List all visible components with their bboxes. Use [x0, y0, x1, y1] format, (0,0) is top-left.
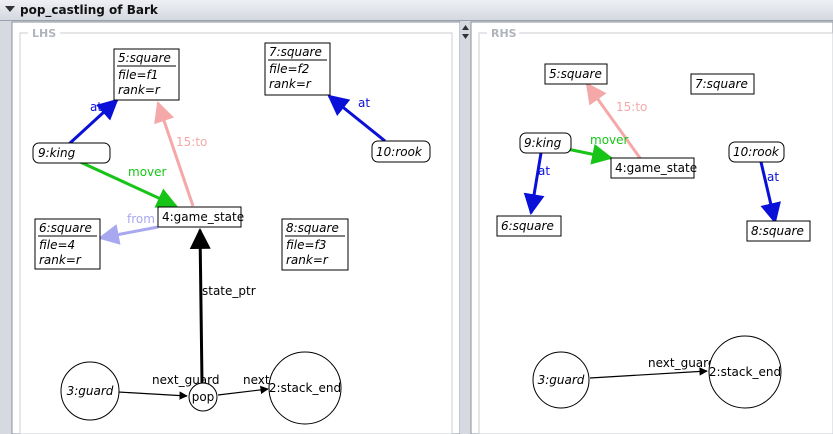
lhs-edge-label-from: from	[127, 212, 155, 226]
lhs-node-pop-name: pop	[192, 390, 215, 404]
rhs-edge-at-rook	[759, 161, 781, 225]
lhs-node-3-guard-name: 3:guard	[67, 384, 114, 398]
rhs-edge-label-at-king: at	[538, 164, 550, 178]
rhs-title: RHS	[491, 27, 517, 40]
rhs-edge-label-to: 15:to	[616, 100, 647, 114]
lhs-edge-next	[217, 385, 269, 396]
lhs-edge-label-to: 15:to	[176, 135, 207, 149]
lhs-edge-label-next: next	[243, 373, 270, 387]
lhs-node-4-game-state[interactable]: 4:game_state	[157, 206, 244, 228]
collapse-icon[interactable]	[5, 6, 15, 12]
rhs-node-3-guard-name: 3:guard	[538, 373, 585, 387]
lhs-node-8-square-attr-file: file=f3	[286, 238, 326, 252]
lhs-node-5-square-name: 5:square	[118, 51, 171, 65]
lhs-title: LHS	[32, 27, 56, 40]
lhs-node-7-square-attr-file: file=f2	[269, 62, 309, 76]
rhs-node-10-rook[interactable]: 10:rook	[728, 141, 785, 163]
lhs-edge-at-king	[67, 98, 119, 146]
lhs-edge-label-mover: mover	[128, 165, 167, 179]
lhs-node-2-stack-end-name: 2:stack_end	[269, 381, 341, 395]
rhs-edge-mover	[566, 143, 614, 165]
rhs-node-8-square[interactable]: 8:square	[746, 220, 811, 242]
rhs-edge-next-guard	[589, 367, 708, 379]
splitter-down-arrow-icon[interactable]	[462, 34, 469, 39]
lhs-edge-label-at-rook: at	[358, 96, 370, 110]
lhs-node-4-game-state-name: 4:game_state	[162, 210, 244, 224]
lhs-edge-label-state-ptr: state_ptr	[202, 284, 256, 298]
rhs-node-4-game-state[interactable]: 4:game_state	[610, 157, 697, 179]
lhs-node-9-king-name: 9:king	[38, 146, 76, 160]
rhs-node-4-game-state-name: 4:game_state	[615, 161, 697, 175]
splitter-up-arrow-icon[interactable]	[462, 25, 469, 30]
lhs-node-2-stack-end[interactable]: 2:stack_end	[268, 351, 342, 425]
rhs-node-8-square-name: 8:square	[751, 224, 804, 238]
lhs-node-5-square-attr-rank: rank=r	[118, 83, 161, 97]
lhs-edge-from	[97, 224, 159, 245]
window-titlebar: pop_castling of Bark	[0, 0, 833, 21]
lhs-node-10-rook[interactable]: 10:rook	[371, 140, 431, 163]
lhs-node-6-square-attr-file: file=4	[39, 238, 75, 252]
rhs-edges: 15:to mover at at next_guard	[523, 82, 781, 379]
window-title: pop_castling of Bark	[20, 3, 158, 17]
lhs-edge-at-rook	[327, 94, 386, 143]
lhs-edges: at at mover 15:to from state_ptr next_gu…	[67, 94, 386, 400]
rhs-node-7-square[interactable]: 7:square	[690, 73, 755, 95]
rhs-node-6-square[interactable]: 6:square	[496, 215, 562, 237]
lhs-node-5-square[interactable]: 5:square file=f1 rank=r	[113, 48, 180, 101]
lhs-edge-mover	[77, 159, 178, 208]
rhs-node-3-guard[interactable]: 3:guard	[532, 351, 590, 409]
lhs-node-7-square[interactable]: 7:square file=f2 rank=r	[264, 42, 331, 96]
lhs-edge-to	[154, 101, 195, 207]
rhs-edge-label-mover: mover	[590, 133, 629, 147]
lhs-edge-next-guard	[117, 391, 188, 400]
rhs-edge-label-next-guard: next_guard	[648, 356, 716, 370]
lhs-node-7-square-name: 7:square	[269, 45, 322, 59]
lhs-node-3-guard[interactable]: 3:guard	[60, 361, 120, 421]
lhs-node-10-rook-name: 10:rook	[376, 145, 423, 159]
lhs-node-6-square-name: 6:square	[39, 221, 92, 235]
rhs-edge-label-at-rook: at	[767, 170, 779, 184]
lhs-node-5-square-attr-file: file=f1	[118, 68, 158, 82]
lhs-node-8-square-name: 8:square	[286, 221, 339, 235]
lhs-node-6-square[interactable]: 6:square file=4 rank=r	[34, 218, 101, 270]
rhs-node-2-stack-end-name: 2:stack_end	[709, 365, 781, 379]
rhs-node-2-stack-end[interactable]: 2:stack_end	[708, 335, 782, 409]
lhs-edge-state-ptr	[189, 227, 211, 384]
rhs-node-5-square[interactable]: 5:square	[544, 63, 608, 85]
lhs-node-8-square-attr-rank: rank=r	[286, 253, 329, 267]
rhs-node-10-rook-name: 10:rook	[733, 145, 780, 159]
lhs-node-6-square-attr-rank: rank=r	[39, 253, 82, 267]
rhs-edge-at-king	[523, 152, 545, 216]
lhs-edge-label-at-king: at	[90, 100, 102, 114]
lhs-node-7-square-attr-rank: rank=r	[269, 77, 312, 91]
rhs-edge-to	[585, 82, 642, 159]
lhs-node-9-king[interactable]: 9:king	[32, 142, 111, 164]
rhs-node-7-square-name: 7:square	[695, 77, 748, 91]
panel-splitter[interactable]	[460, 22, 471, 434]
rhs-node-9-king[interactable]: 9:king	[519, 132, 572, 154]
rhs-node-6-square-name: 6:square	[501, 219, 554, 233]
lhs-node-pop[interactable]: pop	[188, 382, 218, 412]
lhs-node-8-square[interactable]: 8:square file=f3 rank=r	[281, 218, 349, 271]
rhs-node-9-king-name: 9:king	[524, 136, 562, 150]
rhs-node-5-square-name: 5:square	[549, 67, 602, 81]
